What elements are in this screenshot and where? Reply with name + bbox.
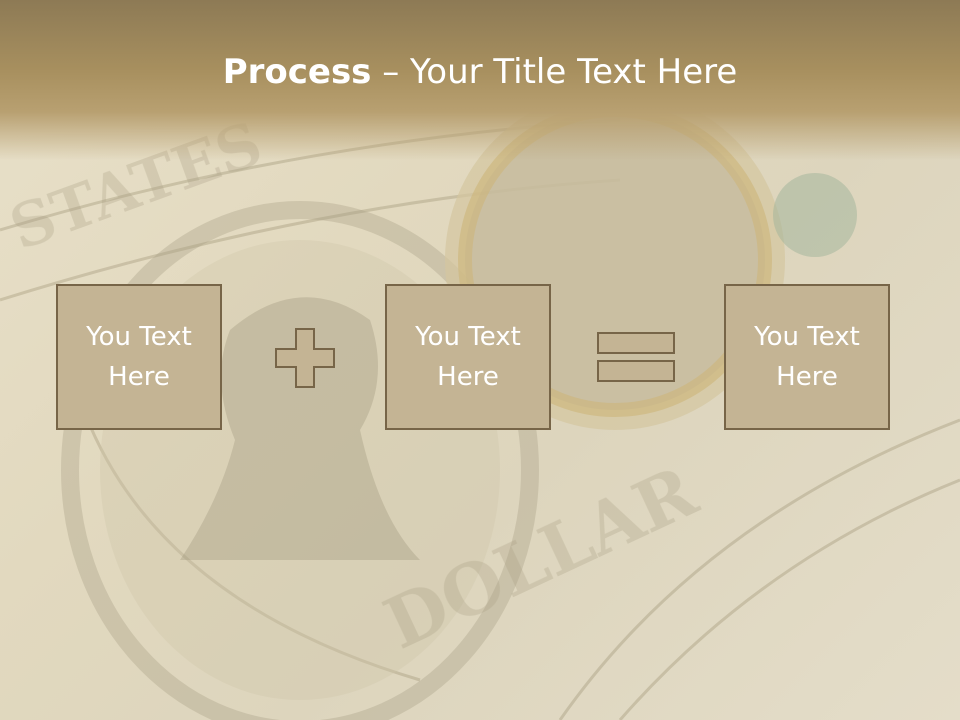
page-title: Process – Your Title Text Here [0, 52, 960, 92]
process-box-1-text: You Text Here [86, 322, 192, 392]
plus-icon [275, 328, 335, 388]
process-box-2[interactable]: You Text Here [385, 284, 551, 430]
title-bar [0, 0, 960, 160]
process-box-3[interactable]: You Text Here [724, 284, 890, 430]
process-box-3-text: You Text Here [754, 322, 860, 392]
equals-icon [597, 332, 675, 382]
title-bold: Process [222, 52, 372, 92]
process-box-1[interactable]: You Text Here [56, 284, 222, 430]
title-rest: – Your Title Text Here [371, 52, 738, 92]
process-box-2-text: You Text Here [415, 322, 521, 392]
